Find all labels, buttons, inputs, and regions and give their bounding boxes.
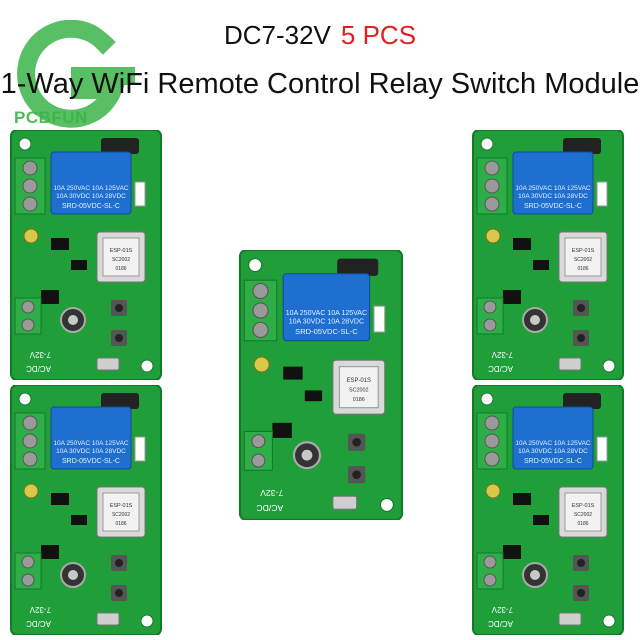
pcs-text: 5 PCS <box>340 20 417 50</box>
relay-module-center <box>238 250 404 520</box>
headline-voltage: DC7-32V 5 PCS <box>0 20 640 51</box>
relay-module-top-left <box>10 130 162 380</box>
relay-module-bottom-right <box>472 385 624 635</box>
relay-module-top-right <box>472 130 624 380</box>
logo-text: PCBFUN <box>14 108 88 127</box>
pcbfun-logo <box>17 20 135 128</box>
product-title: 1-Way WiFi Remote Control Relay Switch M… <box>0 68 640 100</box>
relay-module-bottom-left <box>10 385 162 635</box>
voltage-text: DC7-32V <box>223 20 331 50</box>
